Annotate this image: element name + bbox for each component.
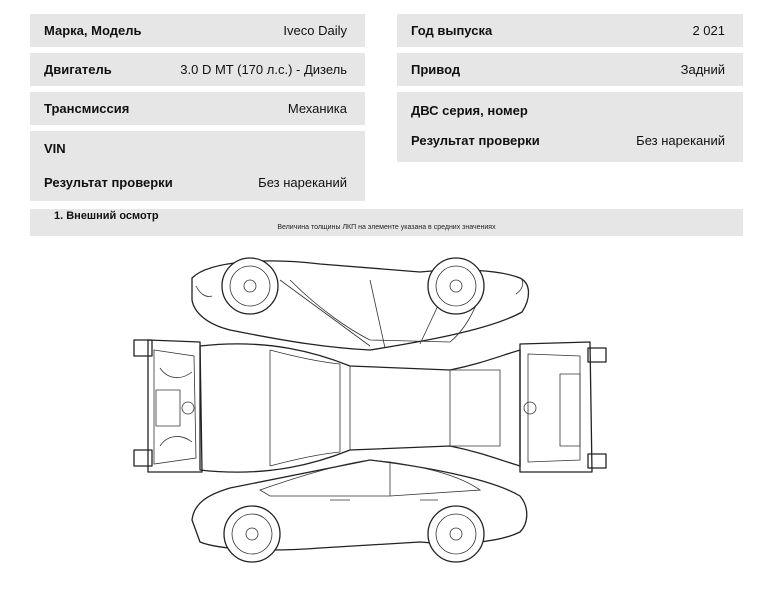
year-label: Год выпуска bbox=[411, 23, 493, 38]
engine-row: Двигатель 3.0 D MT (170 л.с.) - Дизель bbox=[30, 53, 365, 86]
make-model-label: Марка, Модель bbox=[44, 23, 142, 38]
engine-label: Двигатель bbox=[44, 62, 112, 77]
car-rear-view bbox=[519, 341, 607, 473]
transmission-row: Трансмиссия Механика bbox=[30, 92, 365, 125]
check-result-label: Результат проверки bbox=[44, 174, 173, 190]
car-side-view-top bbox=[191, 257, 530, 351]
year-row: Год выпуска 2 021 bbox=[397, 14, 743, 47]
year-value: 2 021 bbox=[692, 23, 725, 38]
make-model-value: Iveco Daily bbox=[283, 23, 347, 38]
car-top-view bbox=[199, 343, 521, 473]
drive-label: Привод bbox=[411, 62, 461, 77]
section-title: 1. Внешний осмотр bbox=[54, 210, 159, 222]
engine-value: 3.0 D MT (170 л.с.) - Дизель bbox=[180, 62, 347, 77]
transmission-value: Механика bbox=[287, 101, 347, 116]
engine-serial-block: ДВС серия, номер Результат проверки Без … bbox=[397, 92, 743, 162]
check-result-value: Без нареканий bbox=[258, 174, 347, 190]
section-note: Величина толщины ЛКП на элементе указана… bbox=[277, 224, 496, 231]
right-check-result-value: Без нареканий bbox=[636, 132, 725, 148]
vin-label: VIN bbox=[44, 140, 66, 156]
make-model-row: Марка, Модель Iveco Daily bbox=[30, 14, 365, 47]
vin-check-block: VIN Результат проверки Без нареканий bbox=[30, 131, 365, 201]
exterior-inspection-header: 1. Внешний осмотр Величина толщины ЛКП н… bbox=[30, 209, 743, 236]
transmission-label: Трансмиссия bbox=[44, 101, 130, 116]
car-front-view bbox=[133, 339, 203, 473]
car-side-view-bottom bbox=[191, 459, 528, 563]
engine-serial-label: ДВС серия, номер bbox=[411, 102, 528, 118]
drive-value: Задний bbox=[680, 62, 725, 77]
car-body-diagram bbox=[133, 257, 607, 563]
drive-row: Привод Задний bbox=[397, 53, 743, 86]
right-check-result-label: Результат проверки bbox=[411, 132, 540, 148]
